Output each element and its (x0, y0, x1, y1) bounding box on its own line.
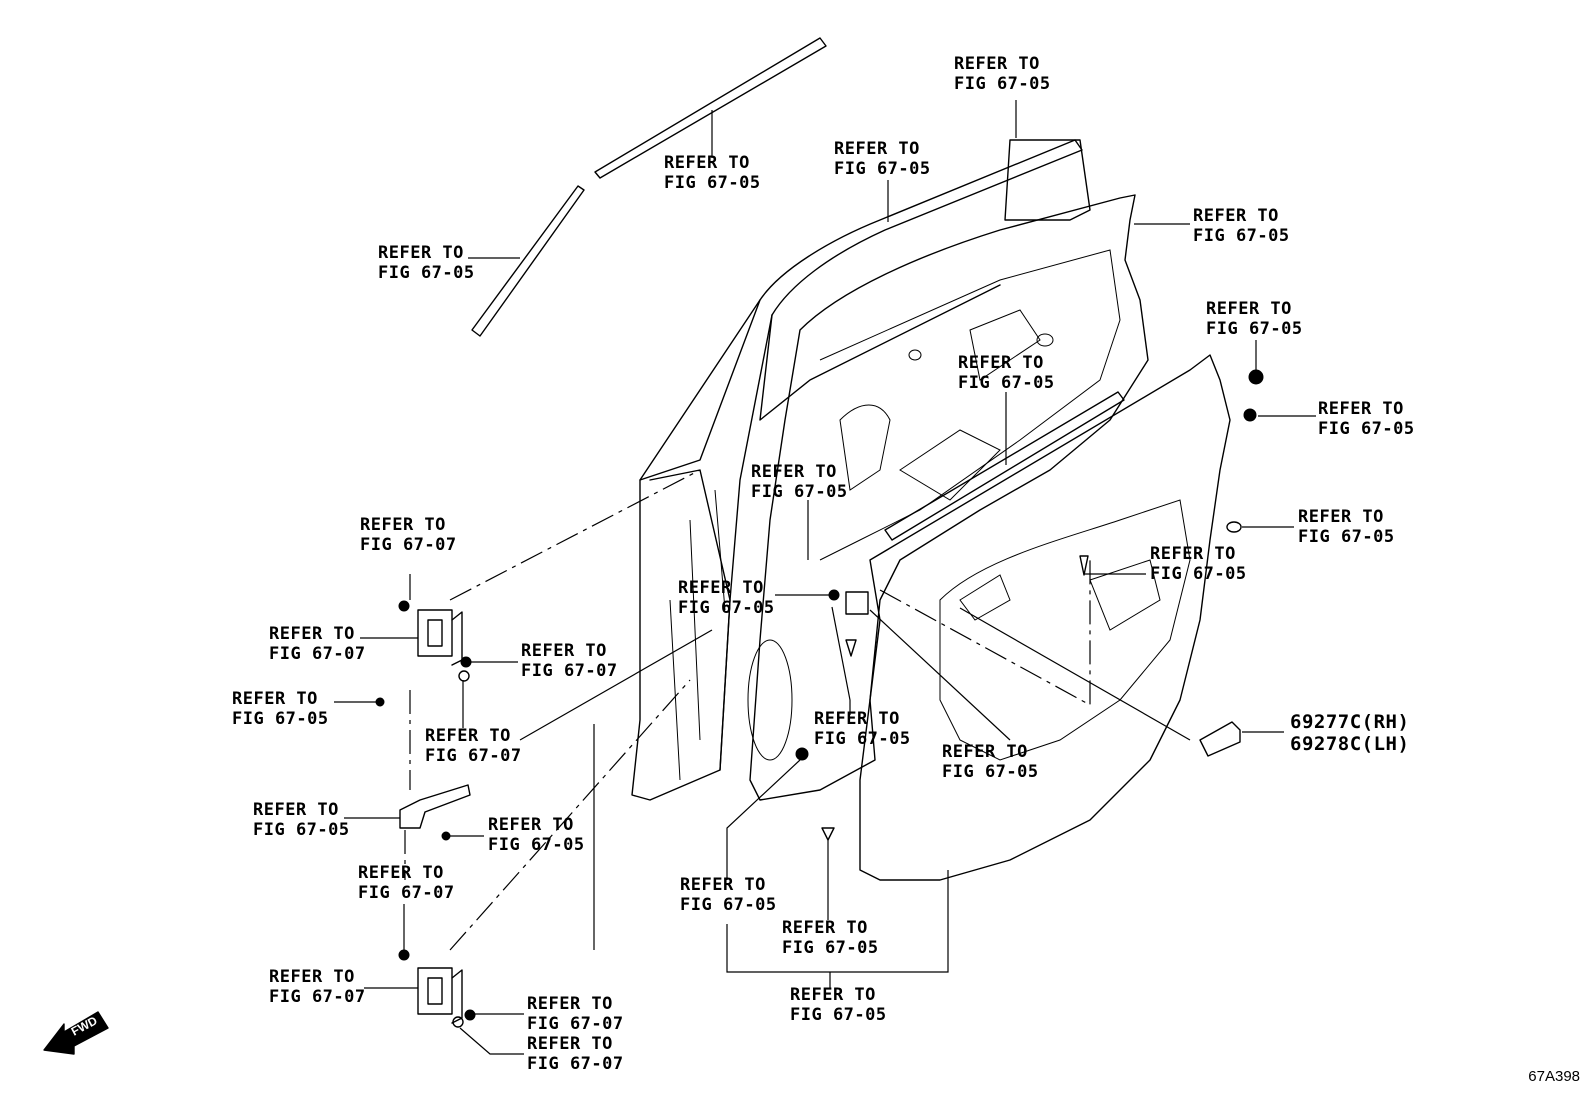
bracket-69277c-icon (1199, 721, 1241, 757)
grommet-icon (1226, 521, 1242, 533)
trim-clip-icon (795, 747, 809, 761)
fwd-arrow-icon: FWD (43, 1011, 109, 1055)
upper-moulding-strip (594, 37, 827, 179)
door-lock-icon (845, 591, 869, 615)
screw-icon (1079, 555, 1089, 576)
part-number-lh: 69278C(LH) (1290, 733, 1410, 755)
trim-clip-2-icon (821, 827, 835, 841)
door-lock-bolt-icon (828, 589, 840, 601)
figure-code: 67A398 (1528, 1068, 1580, 1085)
door-outer-panel (631, 139, 1091, 801)
plug-icon (1243, 408, 1257, 422)
upper-hinge-icon (398, 600, 472, 682)
part-number-rh: 69277C(RH) (1290, 711, 1410, 733)
pin-icon (845, 639, 857, 657)
front-moulding-strip (471, 185, 585, 337)
leader-lines (334, 100, 1316, 1055)
part-number-label: 69277C(RH) 69278C(LH) (1290, 711, 1409, 755)
door-inner-panel (749, 194, 1149, 801)
belt-weatherstrip (884, 391, 1125, 541)
clip-icon (1248, 369, 1264, 385)
door-trim-board (859, 354, 1231, 881)
door-check-icon (375, 697, 471, 841)
